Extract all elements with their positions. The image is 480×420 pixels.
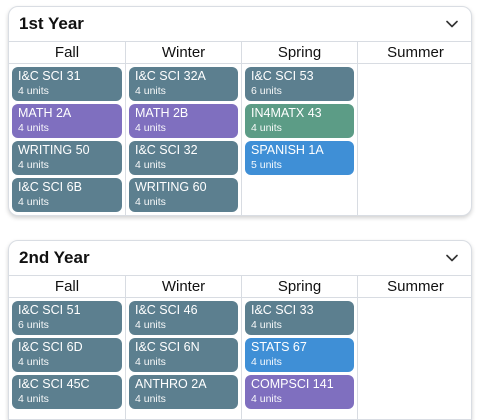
course-list[interactable] xyxy=(358,298,471,301)
course-code: I&C SCI 51 xyxy=(18,303,81,317)
course-units: 4 units xyxy=(18,393,49,405)
course-units: 4 units xyxy=(135,319,166,331)
course-units: 6 units xyxy=(18,319,49,331)
quarter-header: Winter xyxy=(126,275,241,298)
course-card[interactable]: COMPSCI 141 4 units xyxy=(245,375,354,409)
course-code: I&C SCI 6B xyxy=(18,180,82,194)
course-code: I&C SCI 6D xyxy=(18,340,83,354)
course-code: SPANISH 1A xyxy=(251,143,324,157)
year-header[interactable]: 2nd Year xyxy=(9,241,471,275)
course-list[interactable] xyxy=(358,64,471,67)
course-code: COMPSCI 141 xyxy=(251,377,334,391)
course-code: I&C SCI 45C xyxy=(18,377,90,391)
course-units: 4 units xyxy=(135,356,166,368)
quarter-header: Summer xyxy=(358,275,471,298)
course-card[interactable]: I&C SCI 6D 4 units xyxy=(12,338,122,372)
course-units: 4 units xyxy=(135,122,166,134)
course-units: 4 units xyxy=(18,122,49,134)
course-code: I&C SCI 32 xyxy=(135,143,198,157)
course-units: 4 units xyxy=(135,393,166,405)
quarter-header: Fall xyxy=(9,41,125,64)
course-card[interactable]: SPANISH 1A 5 units xyxy=(245,141,354,175)
year-title: 1st Year xyxy=(19,14,84,33)
course-code: I&C SCI 6N xyxy=(135,340,200,354)
quarter-header: Winter xyxy=(126,41,241,64)
quarter-header: Spring xyxy=(242,41,357,64)
course-units: 4 units xyxy=(135,196,166,208)
course-card[interactable]: I&C SCI 45C 4 units xyxy=(12,375,122,409)
quarter-header: Fall xyxy=(9,275,125,298)
course-code: I&C SCI 33 xyxy=(251,303,314,317)
course-code: I&C SCI 32A xyxy=(135,69,206,83)
course-units: 6 units xyxy=(251,85,282,97)
course-code: I&C SCI 31 xyxy=(18,69,81,83)
course-card[interactable]: I&C SCI 33 4 units xyxy=(245,301,354,335)
course-card[interactable]: WRITING 60 4 units xyxy=(129,178,238,212)
course-units: 4 units xyxy=(135,85,166,97)
course-units: 4 units xyxy=(135,159,166,171)
course-units: 4 units xyxy=(18,85,49,97)
quarter-summer: Summer xyxy=(357,275,471,419)
course-code: I&C SCI 46 xyxy=(135,303,198,317)
course-code: WRITING 50 xyxy=(18,143,90,157)
course-card[interactable]: I&C SCI 32 4 units xyxy=(129,141,238,175)
course-code: WRITING 60 xyxy=(135,180,207,194)
course-units: 4 units xyxy=(251,393,282,405)
course-card[interactable]: STATS 67 4 units xyxy=(245,338,354,372)
year-header[interactable]: 1st Year xyxy=(9,7,471,41)
course-units: 4 units xyxy=(18,196,49,208)
quarter-header: Spring xyxy=(242,275,357,298)
course-units: 4 units xyxy=(18,159,49,171)
course-code: MATH 2A xyxy=(18,106,72,120)
course-card[interactable]: WRITING 50 4 units xyxy=(12,141,122,175)
course-card[interactable]: MATH 2A 4 units xyxy=(12,104,122,138)
course-units: 5 units xyxy=(251,159,282,171)
course-card[interactable]: I&C SCI 51 6 units xyxy=(12,301,122,335)
course-code: MATH 2B xyxy=(135,106,189,120)
course-units: 4 units xyxy=(251,122,282,134)
course-card[interactable]: ANTHRO 2A 4 units xyxy=(129,375,238,409)
course-card[interactable]: I&C SCI 32A 4 units xyxy=(129,67,238,101)
course-card[interactable]: I&C SCI 6B 4 units xyxy=(12,178,122,212)
quarter-summer: Summer xyxy=(357,41,471,215)
chevron-down-icon[interactable] xyxy=(445,251,459,265)
chevron-down-icon[interactable] xyxy=(445,17,459,31)
quarter-header: Summer xyxy=(358,41,471,64)
year-title: 2nd Year xyxy=(19,248,90,267)
course-code: STATS 67 xyxy=(251,340,307,354)
course-card[interactable]: MATH 2B 4 units xyxy=(129,104,238,138)
course-card[interactable]: I&C SCI 53 6 units xyxy=(245,67,354,101)
course-code: IN4MATX 43 xyxy=(251,106,322,120)
course-card[interactable]: IN4MATX 43 4 units xyxy=(245,104,354,138)
course-units: 4 units xyxy=(18,356,49,368)
course-code: ANTHRO 2A xyxy=(135,377,207,391)
course-units: 4 units xyxy=(251,356,282,368)
course-card[interactable]: I&C SCI 31 4 units xyxy=(12,67,122,101)
course-code: I&C SCI 53 xyxy=(251,69,314,83)
course-card[interactable]: I&C SCI 46 4 units xyxy=(129,301,238,335)
course-card[interactable]: I&C SCI 6N 4 units xyxy=(129,338,238,372)
course-units: 4 units xyxy=(251,319,282,331)
